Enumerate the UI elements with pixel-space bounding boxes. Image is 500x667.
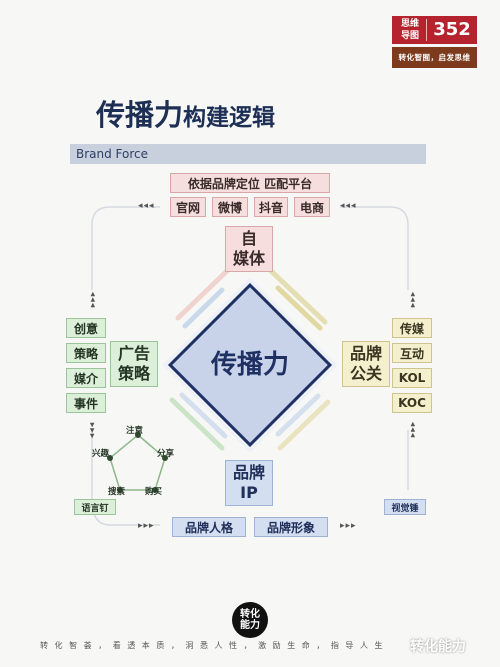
visual-hammer-label: 视觉锤 [384,499,426,515]
node-ad-strategy-line1: 广告 [117,344,150,363]
bottom-item: 品牌形象 [254,517,328,537]
node-brand-pr-line1: 品牌 [349,344,382,363]
left-item: 创意 [66,318,106,338]
platform-item: 电商 [294,197,330,217]
cycle-share: 分享 [157,449,175,459]
arrow-bottom-left-outer [169,397,225,451]
left-item: 媒介 [66,368,106,388]
connector-top-right [340,206,409,290]
arrow-top-right: ◂◂◂ [340,201,357,211]
node-brand-pr-line2: 公关 [349,364,382,383]
arrow-top-right-inner [275,285,323,331]
cycle-purchase: 购买 [145,487,163,497]
arrow-right-down: ◂◂◂ [407,421,418,439]
badge-separator [426,19,427,41]
center-label: 传播力 [210,350,289,380]
arrow-bottom-right: ▸▸▸ [340,521,357,531]
right-item: 互动 [392,343,432,363]
arrow-top-left: ◂◂◂ [138,201,155,211]
title-rest: 构建逻辑 [183,105,276,131]
node-brand-ip-line2: IP [240,483,258,502]
page-title: 传播力构建逻辑 [96,92,336,138]
arrow-top-left-inner [182,287,225,329]
badge-tag-line1: 思维 [400,19,419,29]
badge-tag: 思维 导图 [395,18,425,42]
badge-slogan: 转化智囿，启发思维 [392,47,477,68]
cycle-attention: 注意 [126,426,144,436]
cycle-search: 搜索 [108,487,126,497]
right-item: 传媒 [392,318,432,338]
platform-item: 抖音 [254,197,288,217]
arrow-bottom-left-inner [179,392,228,439]
node-brand-ip: 品牌 IP [225,460,273,506]
arrow-top-right-outer [267,267,328,325]
node-ad-strategy: 广告 策略 [110,341,158,387]
right-item: KOC [392,393,432,413]
watermark: 转化能力 [410,639,466,655]
node-self-media: 自 媒体 [225,226,273,272]
top-header: 依据品牌定位 匹配平台 [170,173,330,193]
node-self-media-line1: 自 [240,229,257,248]
platform-item: 微博 [212,197,248,217]
badge-top: 思维 导图 352 [392,16,477,44]
node-self-media-line2: 媒体 [232,249,265,268]
arrow-bottom-right-inner [275,393,321,437]
title-main: 传播力 [96,98,184,132]
left-item: 策略 [66,343,106,363]
subtitle-bar: Brand Force [70,144,426,164]
node-brand-ip-line1: 品牌 [232,463,265,482]
connector-top-left [91,206,160,290]
node-brand-pr: 品牌 公关 [342,341,390,387]
subtitle: Brand Force [76,147,149,161]
arrow-bottom-right-outer [277,399,331,451]
bottom-item: 品牌人格 [172,517,246,537]
right-item: KOL [392,368,432,388]
logo-line2: 能力 [240,620,260,631]
cycle-interest: 兴趣 [92,449,110,459]
logo-line1: 转化 [240,609,260,620]
arrow-right-up: ◂◂◂ [407,291,418,309]
cycle-path [109,434,166,491]
language-nail-label: 语言钉 [74,499,116,515]
issue-badge: 思维 导图 352 转化智囿，启发思维 [392,16,477,68]
footer-motto: 转 化 智 荟 ， 看 透 本 质 ， 洞 悉 人 性 ， 激 励 生 命 ， … [40,641,385,650]
badge-number: 352 [433,19,471,40]
arrow-left-down: ◂◂◂ [87,421,98,439]
arrow-top-left-outer [175,267,231,321]
arrow-bottom-left: ▸▸▸ [138,521,155,531]
platform-item: 官网 [170,197,206,217]
brand-logo: 转化 能力 [232,602,268,638]
node-ad-strategy-line2: 策略 [117,364,150,383]
left-item: 事件 [66,393,106,413]
badge-tag-line2: 导图 [400,31,419,41]
arrow-left-up: ◂◂◂ [87,291,98,309]
